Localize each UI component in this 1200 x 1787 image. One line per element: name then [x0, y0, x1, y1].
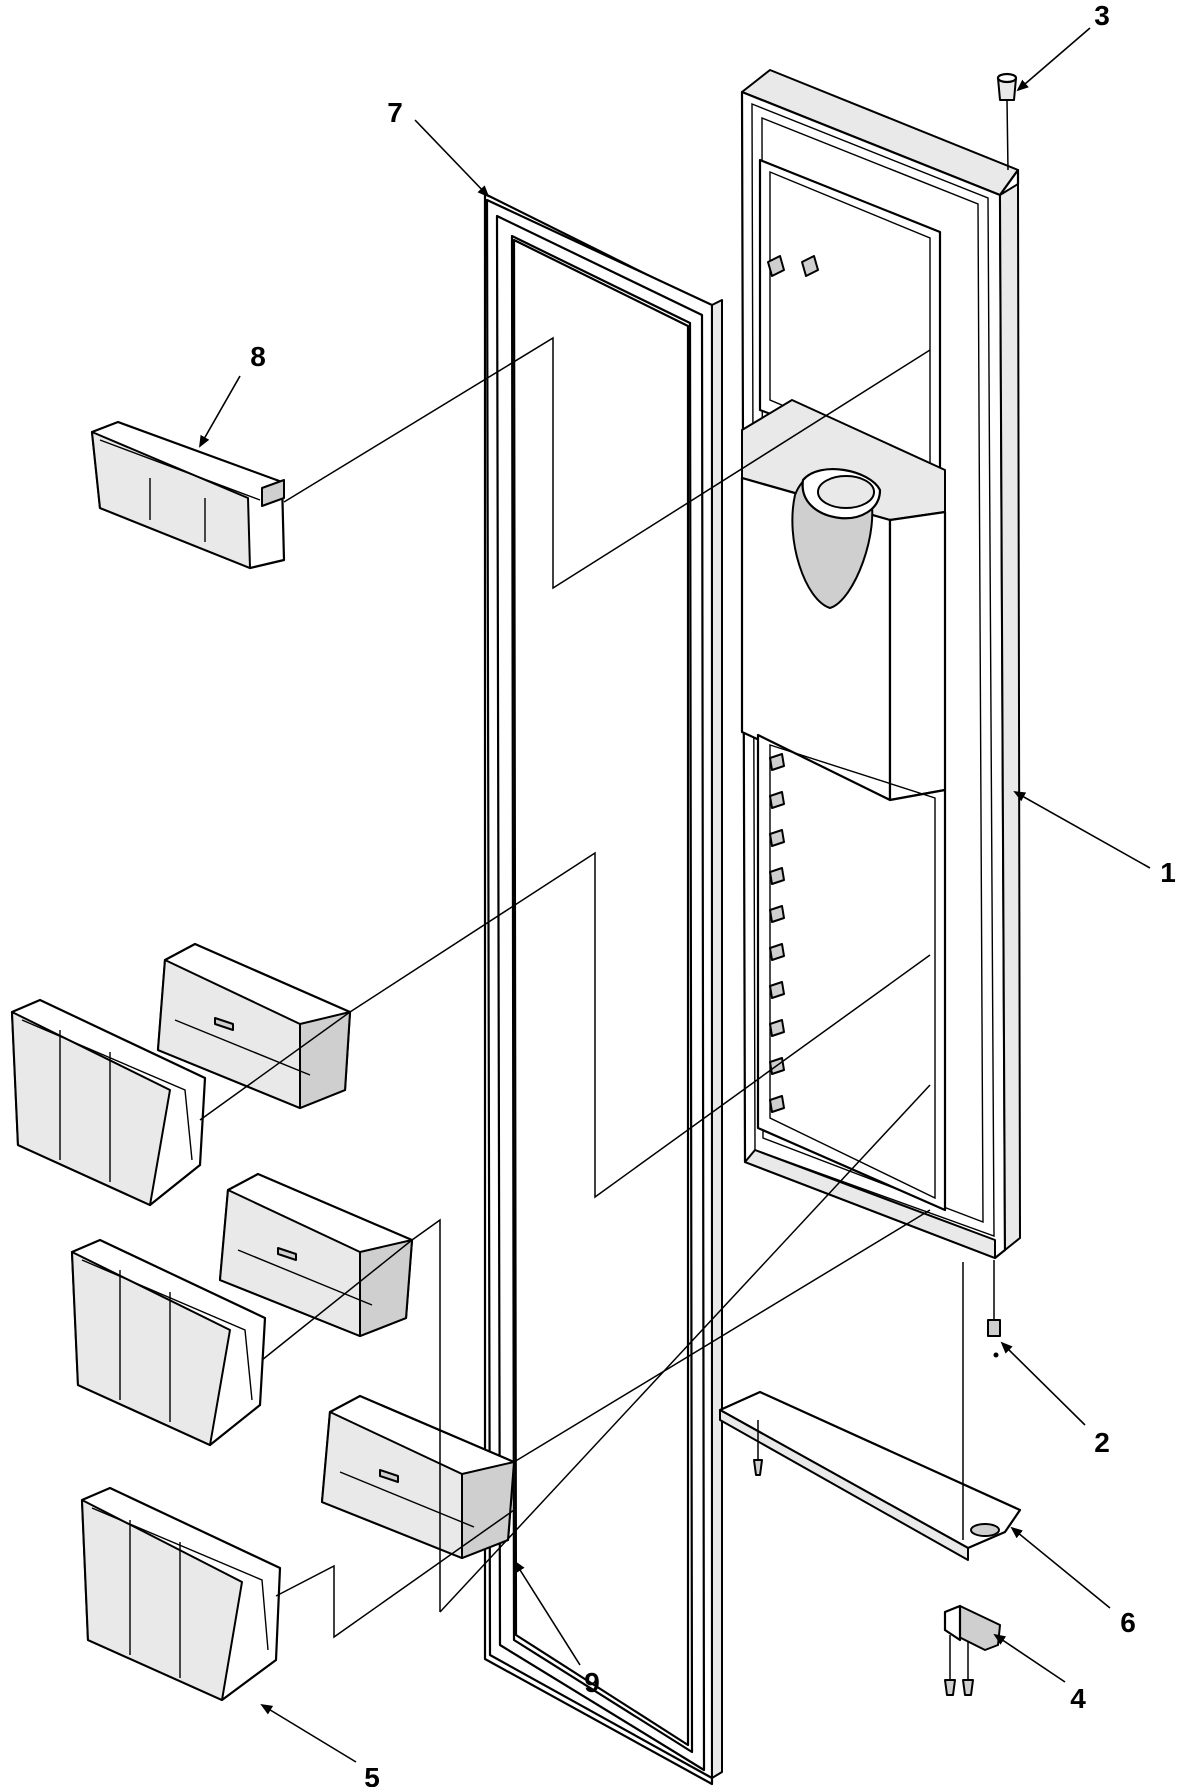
- callout-1: 1: [1013, 791, 1176, 888]
- door-bin-lower: [80, 1486, 282, 1702]
- callout-7: 7: [387, 97, 490, 198]
- dairy-bin: [90, 420, 286, 570]
- callout-7-label: 7: [387, 97, 403, 128]
- shelf-rail-notches: [769, 753, 785, 1113]
- door-bottom-trim: [718, 1390, 1022, 1561]
- callout-4-label: 4: [1070, 1683, 1086, 1714]
- bottom-hinge: [943, 1262, 1001, 1696]
- callout-2: 2: [1000, 1341, 1110, 1458]
- hinge-screw: [987, 1260, 1001, 1358]
- door-bin-upper: [10, 998, 207, 1207]
- callout-1-label: 1: [1160, 857, 1176, 888]
- door-shelf-upper: [156, 942, 352, 1110]
- callout-4: 4: [993, 1633, 1086, 1714]
- callout-3: 3: [1016, 0, 1110, 92]
- callout-2-label: 2: [1094, 1427, 1110, 1458]
- callout-8: 8: [199, 341, 266, 448]
- door-assembly: [740, 69, 1021, 1260]
- callout-8-label: 8: [250, 341, 266, 372]
- callout-6: 6: [1010, 1526, 1136, 1638]
- callout-3-label: 3: [1094, 0, 1110, 31]
- callout-5-label: 5: [364, 1762, 380, 1787]
- door-shelf-middle: [218, 1172, 414, 1338]
- door-shelf-lower: [320, 1394, 516, 1560]
- door-gasket: [483, 192, 723, 1786]
- callout-6-label: 6: [1120, 1607, 1136, 1638]
- callout-5: 5: [260, 1703, 380, 1787]
- alignment-lines: [199, 336, 931, 1639]
- callout-9-label: 9: [584, 1667, 600, 1698]
- callout-9: 9: [513, 1560, 600, 1698]
- hinge-pin: [996, 72, 1018, 171]
- door-bin-middle: [70, 1238, 267, 1447]
